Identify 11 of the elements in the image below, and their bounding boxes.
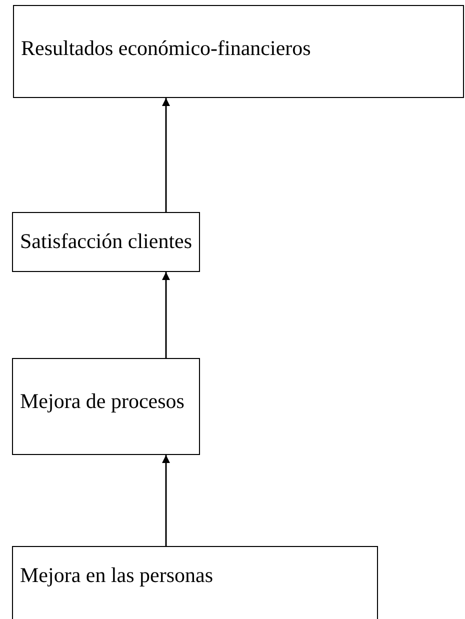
box-label: Mejora en las personas [20, 563, 214, 588]
process-box [12, 358, 200, 455]
process-box [13, 5, 464, 98]
arrow [162, 455, 170, 546]
box-label: Mejora de procesos [20, 389, 184, 414]
box-label: Satisfacción clientes [20, 229, 192, 254]
process-box [12, 546, 378, 619]
box-label: Resultados económico-financieros [21, 36, 311, 61]
process-box [12, 212, 200, 272]
arrow [162, 98, 170, 212]
arrow [162, 272, 170, 358]
